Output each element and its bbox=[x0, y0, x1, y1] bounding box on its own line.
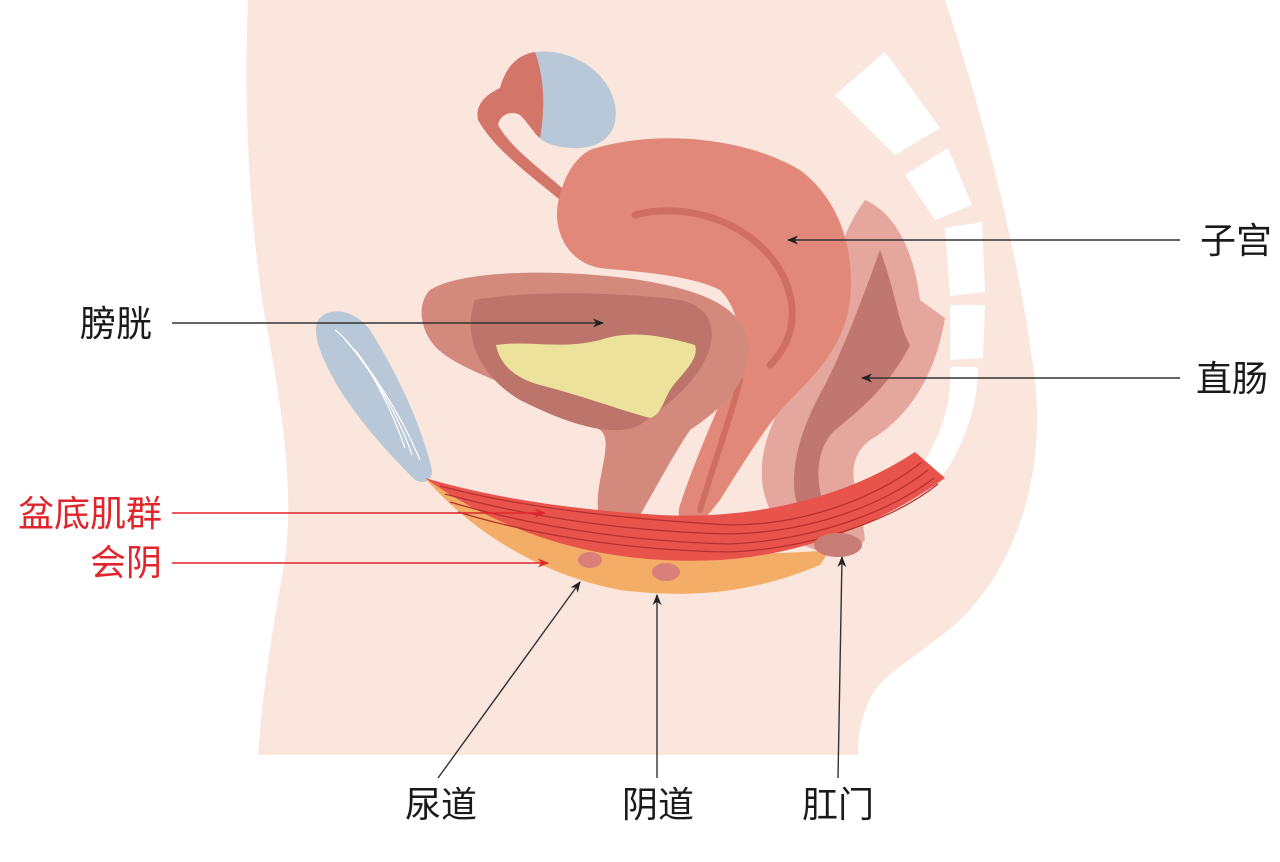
leader-anus bbox=[837, 555, 847, 779]
label-uterus: 子宫 bbox=[1200, 221, 1273, 262]
label-anus: 肛门 bbox=[802, 785, 875, 826]
perineal-openings bbox=[578, 533, 862, 581]
pelvic-floor-muscles bbox=[425, 452, 945, 561]
pubic-bone bbox=[315, 311, 433, 482]
label-pelvic-floor-muscles: 盆底肌群 bbox=[17, 494, 162, 535]
label-bladder: 膀胱 bbox=[80, 304, 153, 345]
bladder bbox=[421, 272, 749, 522]
label-rectum: 直肠 bbox=[1196, 359, 1269, 400]
label-perineum: 会阴 bbox=[89, 543, 162, 584]
rectum bbox=[761, 200, 945, 553]
uterus bbox=[556, 138, 851, 527]
leader-urethra bbox=[437, 581, 581, 779]
ovary-and-tube bbox=[477, 51, 616, 200]
leader-lines bbox=[172, 235, 1180, 779]
label-urethra: 尿道 bbox=[405, 785, 478, 826]
perineum-region bbox=[425, 478, 830, 594]
label-vagina: 阴道 bbox=[622, 785, 695, 826]
